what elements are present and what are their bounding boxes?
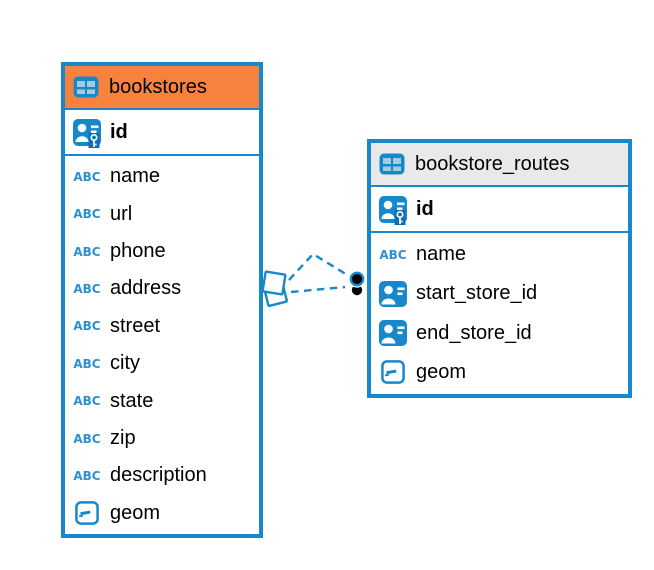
- column-name: name: [416, 243, 467, 266]
- text-type-icon: ABC: [73, 207, 101, 222]
- column-list: ABC name ABC url ABC phone ABC address A…: [65, 156, 259, 534]
- column-name: address: [110, 277, 182, 300]
- relation-target-marker-dots[interactable]: [348, 270, 366, 296]
- column-row-zip[interactable]: ABC zip: [65, 420, 259, 457]
- column-name: id: [416, 197, 434, 220]
- endpoint-dot-upper: [349, 271, 365, 287]
- table-bookstore-routes[interactable]: bookstore_routes id ABC name start_store…: [367, 139, 632, 398]
- column-name: name: [110, 165, 161, 188]
- column-name: end_store_id: [416, 321, 532, 344]
- text-type-icon: ABC: [73, 169, 101, 184]
- table-icon: [72, 73, 100, 101]
- relation-bookstores-bookstore-routes[interactable]: [261, 252, 366, 308]
- table-header-bookstore-routes[interactable]: bookstore_routes: [371, 143, 628, 187]
- geometry-type-icon: [74, 500, 100, 526]
- reference-type-icon: [378, 280, 408, 308]
- column-name: start_store_id: [416, 282, 538, 305]
- primary-key-icon: [378, 195, 408, 227]
- column-row-street[interactable]: ABC street: [65, 308, 259, 345]
- column-name: state: [110, 389, 154, 412]
- column-name: geom: [110, 501, 161, 524]
- text-type-icon: ABC: [73, 319, 101, 334]
- column-list: ABC name start_store_id end_store_id geo…: [371, 233, 628, 394]
- primary-key-icon: [72, 118, 102, 150]
- column-name: zip: [110, 427, 136, 450]
- column-row-address[interactable]: ABC address: [65, 270, 259, 307]
- geometry-type-icon: [380, 359, 406, 385]
- text-type-icon: ABC: [379, 247, 407, 262]
- table-bookstores[interactable]: bookstores id ABC name ABC url ABC phone…: [61, 62, 263, 538]
- text-type-icon: ABC: [73, 281, 101, 296]
- text-type-icon: ABC: [73, 394, 101, 409]
- table-icon: [378, 150, 406, 178]
- column-name: url: [110, 202, 133, 225]
- column-row-id[interactable]: id: [371, 187, 628, 233]
- column-name: street: [110, 314, 161, 337]
- table-title: bookstore_routes: [415, 152, 570, 175]
- column-row-start-store-id[interactable]: start_store_id: [371, 274, 628, 313]
- text-type-icon: ABC: [73, 468, 101, 483]
- column-name: phone: [110, 240, 166, 263]
- relation-source-marker-squares[interactable]: [261, 270, 289, 308]
- reference-type-icon: [378, 319, 408, 347]
- column-row-name[interactable]: ABC name: [371, 235, 628, 274]
- column-row-url[interactable]: ABC url: [65, 195, 259, 232]
- column-name: city: [110, 352, 140, 375]
- table-header-bookstores[interactable]: bookstores: [65, 66, 259, 110]
- column-name: geom: [416, 360, 467, 383]
- column-row-description[interactable]: ABC description: [65, 457, 259, 494]
- column-row-city[interactable]: ABC city: [65, 345, 259, 382]
- relation-line-lower: [290, 285, 346, 294]
- table-title: bookstores: [109, 75, 207, 98]
- text-type-icon: ABC: [73, 431, 101, 446]
- column-row-id[interactable]: id: [65, 110, 259, 156]
- column-row-geom[interactable]: geom: [65, 495, 259, 532]
- text-type-icon: ABC: [73, 244, 101, 259]
- column-row-end-store-id[interactable]: end_store_id: [371, 314, 628, 353]
- column-row-geom[interactable]: geom: [371, 353, 628, 392]
- column-row-name[interactable]: ABC name: [65, 158, 259, 195]
- column-row-state[interactable]: ABC state: [65, 382, 259, 419]
- endpoint-dot-lower: [351, 284, 363, 296]
- column-name: id: [110, 120, 128, 143]
- column-row-phone[interactable]: ABC phone: [65, 233, 259, 270]
- text-type-icon: ABC: [73, 356, 101, 371]
- relation-line-upper: [288, 252, 350, 281]
- column-name: description: [110, 464, 207, 487]
